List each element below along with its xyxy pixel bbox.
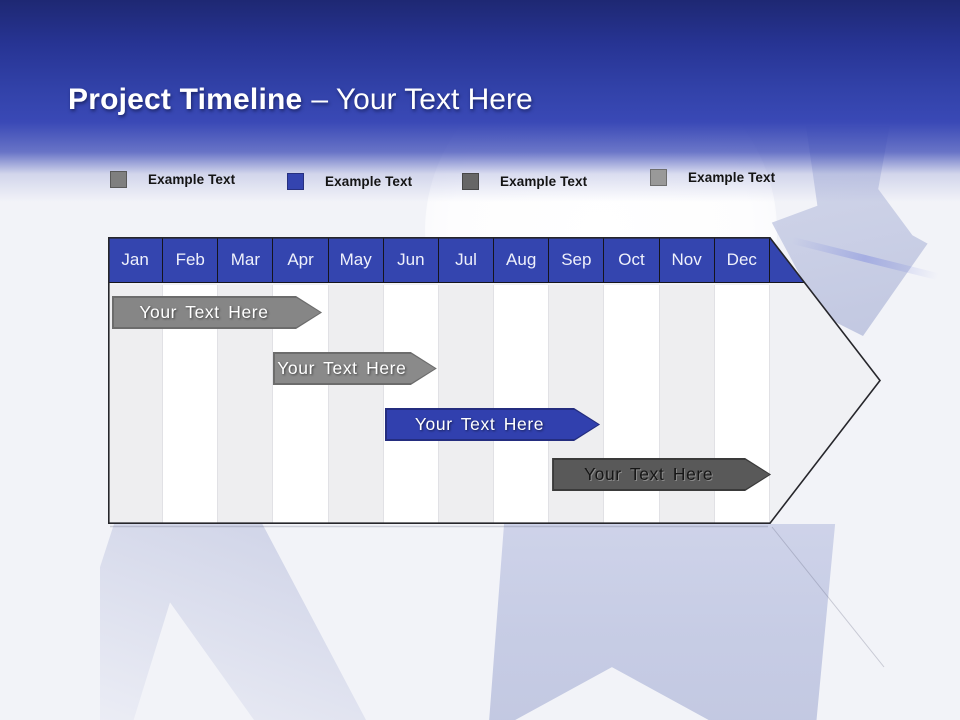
- page-title-bold: Project Timeline: [68, 83, 303, 117]
- background-ribbon-tail-center: [489, 524, 836, 720]
- timeline-bar: Your Text Here: [273, 352, 437, 385]
- timeline-bar: Your Text Here: [552, 458, 771, 491]
- page-title: Project Timeline– Your Text Here: [68, 80, 533, 120]
- timeline-bar: Your Text Here: [385, 408, 600, 441]
- bar-label: Your Text Here: [277, 358, 407, 378]
- timeline-bar: Your Text Here: [112, 296, 322, 329]
- bar-label: Your Text Here: [139, 302, 269, 322]
- bar-label: Your Text Here: [414, 414, 545, 434]
- bar-label: Your Text Here: [583, 464, 714, 484]
- page-title-subtitle: – Your Text Here: [311, 83, 533, 117]
